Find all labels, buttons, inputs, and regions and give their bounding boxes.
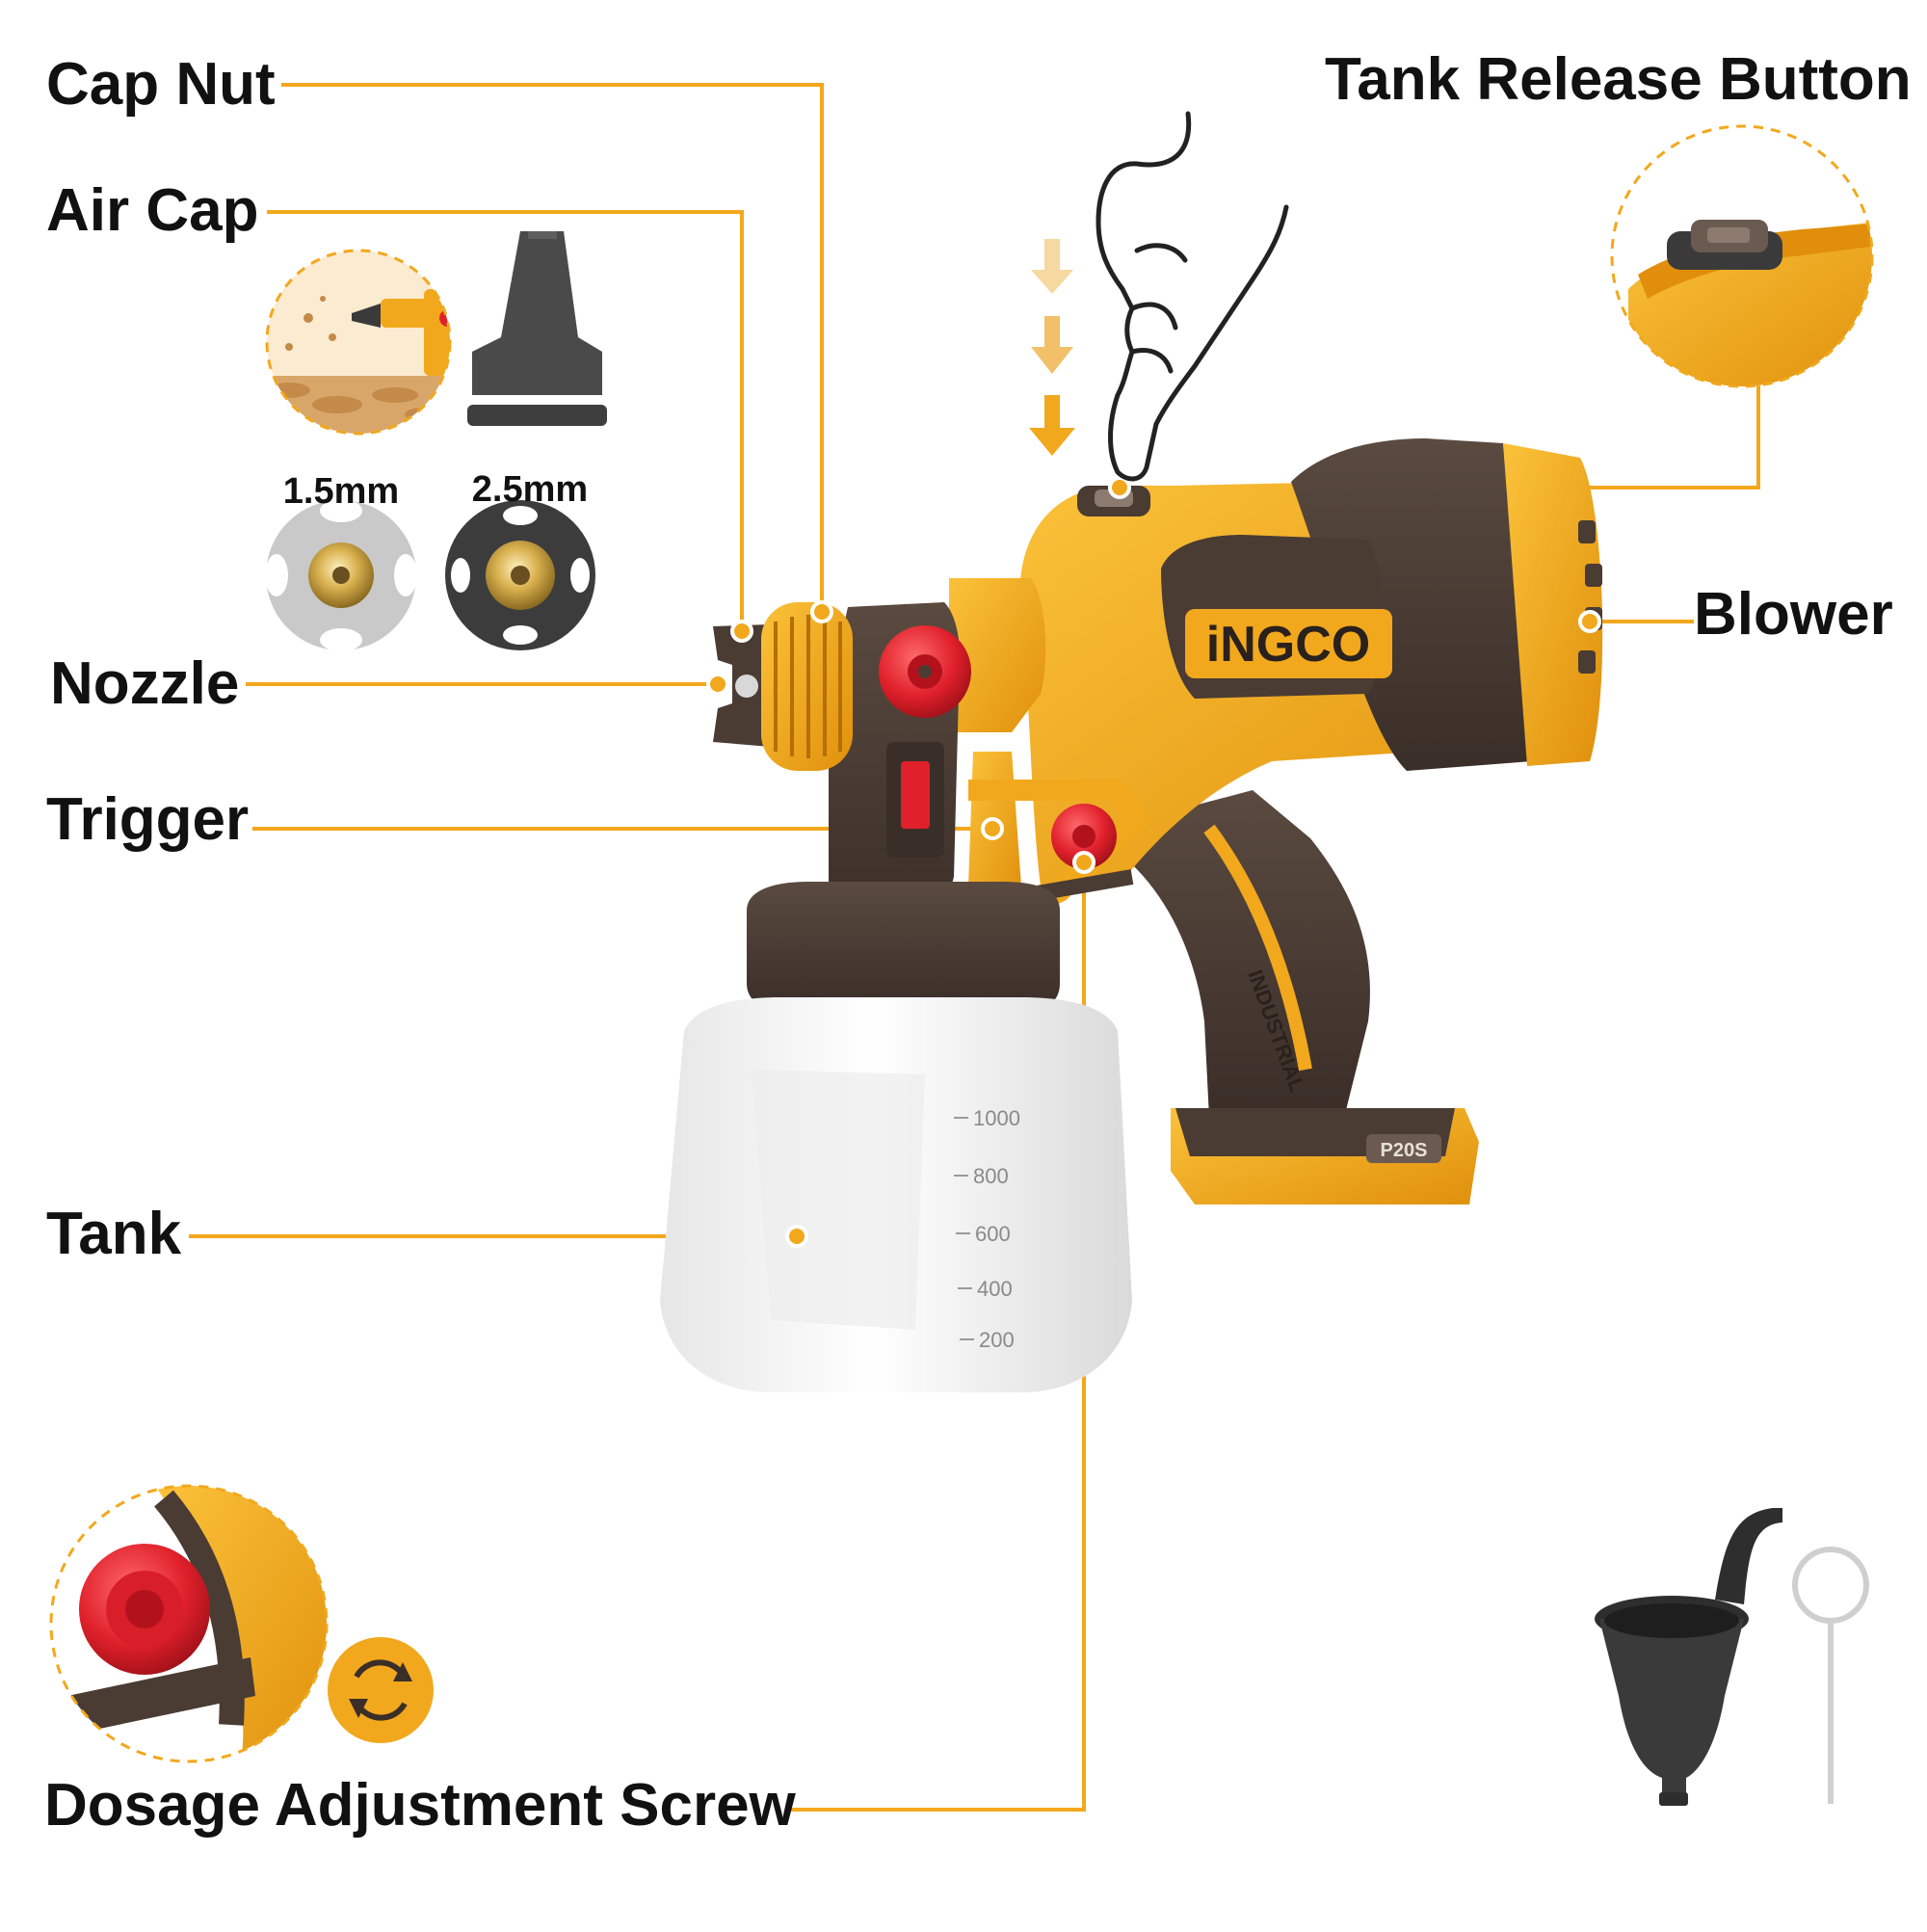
leader-cap-nut (281, 83, 824, 612)
tank-mark-600: 600 (975, 1222, 1011, 1246)
arrow-down-icon (1029, 239, 1075, 456)
dot-tank-release (1108, 476, 1131, 499)
fluid-valve-marker (901, 761, 930, 829)
label-nozzle: Nozzle (50, 650, 240, 717)
dosage-inset (49, 1484, 329, 1763)
tank-release-inset (1610, 124, 1874, 388)
label-dosage-adjustment-screw: Dosage Adjustment Screw (44, 1772, 796, 1839)
nozzle-size-1-5: 1.5mm (283, 471, 399, 512)
label-trigger: Trigger (46, 786, 250, 853)
air-cap-inset (265, 249, 452, 436)
dot-air-cap (730, 620, 753, 643)
label-blower: Blower (1694, 581, 1893, 648)
dot-nozzle (706, 673, 729, 696)
blower-housing (1503, 443, 1603, 766)
spray-gun: INDUSTRIAL P20S iNGCO (660, 438, 1603, 1392)
funnel-icon (1595, 1508, 1782, 1806)
needle-icon (1792, 1547, 1869, 1804)
nozzle-disc-2-5 (445, 500, 595, 650)
brand-logo: iNGCO (1206, 617, 1370, 673)
callout-dots (706, 476, 1601, 1248)
gun-grip-stripe (1203, 824, 1312, 1072)
tank-mark-800: 800 (973, 1164, 1009, 1188)
leader-air-cap (267, 210, 744, 631)
nozzle-disc-1-5 (265, 499, 417, 651)
tank-mark-1000: 1000 (973, 1106, 1020, 1130)
tank-mark-400: 400 (977, 1277, 1013, 1301)
dot-trigger (981, 817, 1004, 840)
rotate-icon (328, 1637, 434, 1743)
battery-badge (1366, 1134, 1441, 1163)
finger-press-icon (1095, 111, 1289, 482)
dot-tank (785, 1225, 808, 1248)
dot-dosage (1072, 851, 1095, 874)
battery-model: P20S (1381, 1140, 1428, 1161)
motor-housing (1291, 438, 1532, 771)
tank-collar (747, 882, 1060, 1012)
label-air-cap: Air Cap (46, 177, 259, 244)
dot-blower (1578, 610, 1601, 633)
tank-markings: 1000 800 600 400 200 (954, 1106, 1020, 1352)
nozzle-size-2-5: 2.5mm (472, 469, 588, 510)
logo-box (1185, 609, 1392, 678)
tank-mark-200: 200 (979, 1328, 1015, 1352)
dot-cap-nut (810, 600, 833, 623)
label-tank: Tank (46, 1201, 182, 1267)
label-tank-release-button: Tank Release Button (1325, 46, 1912, 113)
label-cap-nut: Cap Nut (46, 51, 276, 118)
air-cap-part (467, 231, 607, 426)
gun-neck (949, 578, 1046, 732)
